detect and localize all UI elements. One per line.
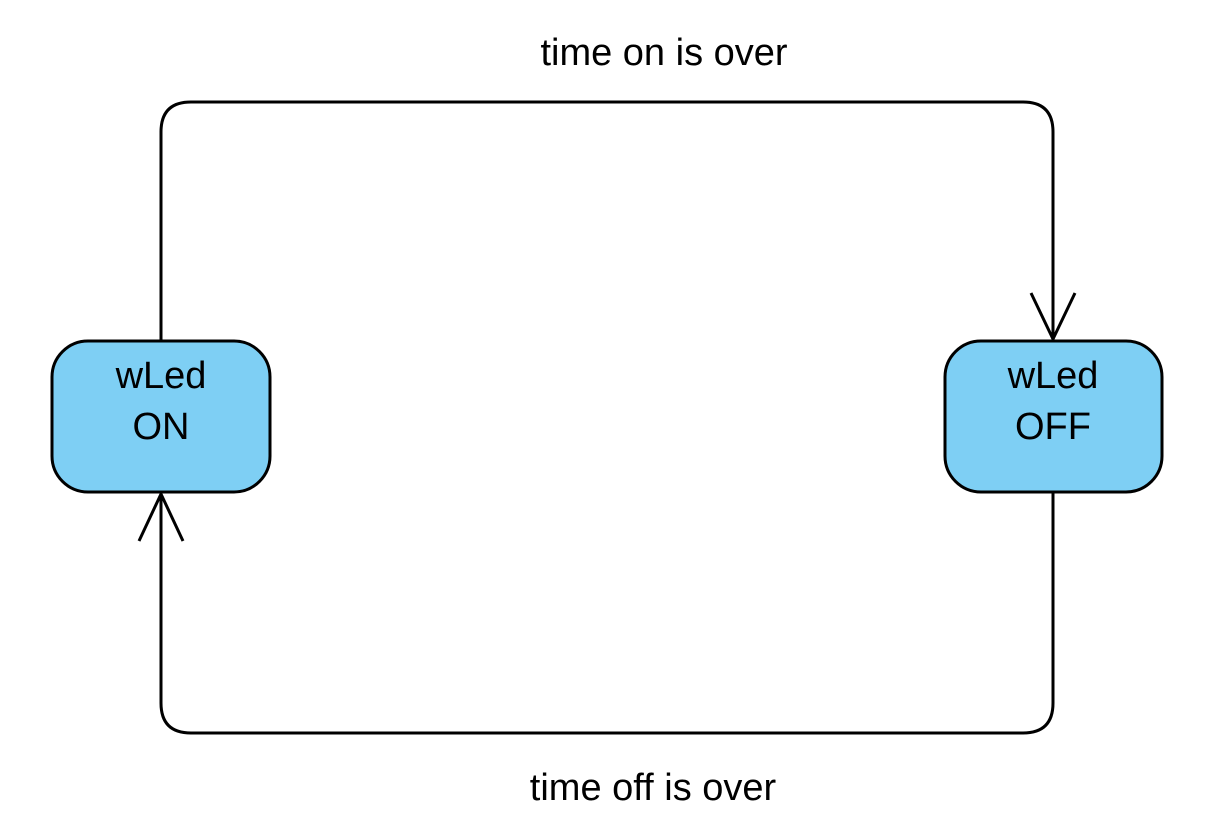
- transition-edge-off-to-on: [159, 492, 1055, 735]
- state-off-line1: wLed: [1007, 355, 1099, 397]
- arrowhead-into-off-state: [1029, 292, 1077, 343]
- state-off-line2: OFF: [1015, 406, 1091, 448]
- state-node-off[interactable]: wLed OFF: [943, 339, 1164, 494]
- state-box-on: [50, 339, 272, 494]
- state-node-on[interactable]: wLed ON: [50, 339, 272, 494]
- transition-label-on-to-off: time on is over: [540, 32, 787, 74]
- transition-label-off-to-on: time off is over: [530, 767, 777, 809]
- transition-edge-on-to-off: [159, 100, 1055, 341]
- arrowhead-into-on-state: [137, 490, 185, 542]
- state-on-line2: ON: [133, 406, 190, 448]
- state-box-off: [943, 339, 1164, 494]
- state-on-line1: wLed: [115, 355, 207, 397]
